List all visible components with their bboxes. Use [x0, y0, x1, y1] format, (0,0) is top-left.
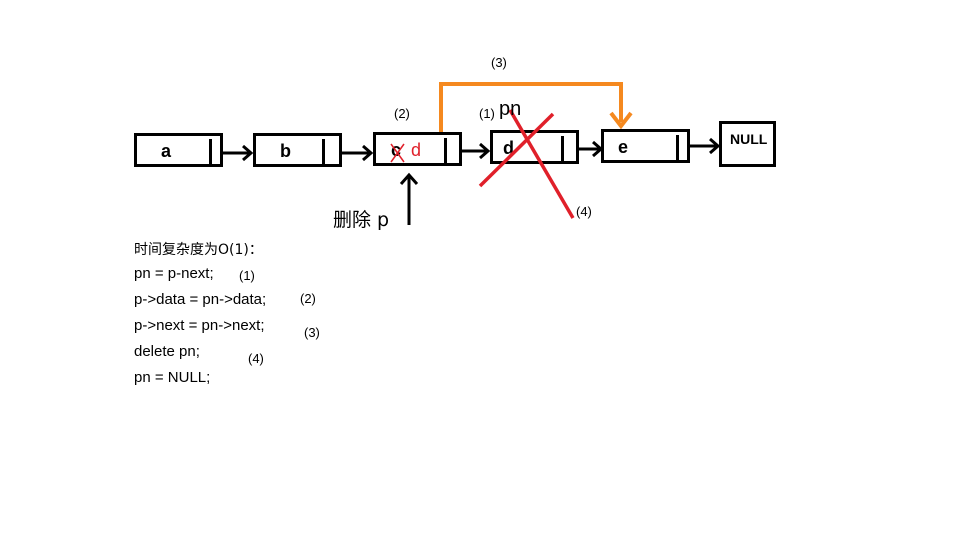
- node-a-separator: [209, 139, 212, 165]
- code-line-5: pn = NULL;: [134, 369, 211, 386]
- node-a: a: [134, 133, 223, 167]
- node-e: e: [601, 129, 690, 163]
- node-c-separator: [444, 138, 447, 164]
- complexity-heading: 时间复杂度为O(1)：: [134, 242, 263, 258]
- node-a-label: a: [161, 141, 172, 161]
- step2-label: (2): [394, 106, 410, 121]
- node-c-new-label: d: [411, 140, 422, 160]
- node-b: b: [253, 133, 342, 167]
- code-line-2: p->data = pn->data;: [134, 291, 267, 308]
- delete-p-label: 删除 p: [333, 209, 390, 231]
- code-step-3: (3): [304, 325, 320, 340]
- node-c: c d: [373, 132, 462, 166]
- code-line-1: pn = p-next;: [134, 265, 214, 282]
- null-node: NULL: [719, 121, 776, 167]
- code-step-4: (4): [248, 351, 264, 366]
- node-b-separator: [322, 139, 325, 165]
- code-line-3: p->next = pn->next;: [134, 317, 265, 334]
- pn-label: pn: [499, 98, 522, 120]
- step1-label: (1): [479, 106, 495, 121]
- node-d-label: d: [503, 138, 514, 158]
- code-step-1: (1): [239, 268, 255, 283]
- code-line-4: delete pn;: [134, 343, 200, 360]
- step4-label: (4): [576, 204, 592, 219]
- null-label: NULL: [730, 131, 768, 147]
- node-e-label: e: [618, 137, 629, 157]
- node-d-separator: [561, 136, 564, 162]
- code-step-2: (2): [300, 291, 316, 306]
- node-e-separator: [676, 135, 679, 161]
- node-b-label: b: [280, 141, 291, 161]
- step3-label: (3): [491, 55, 507, 70]
